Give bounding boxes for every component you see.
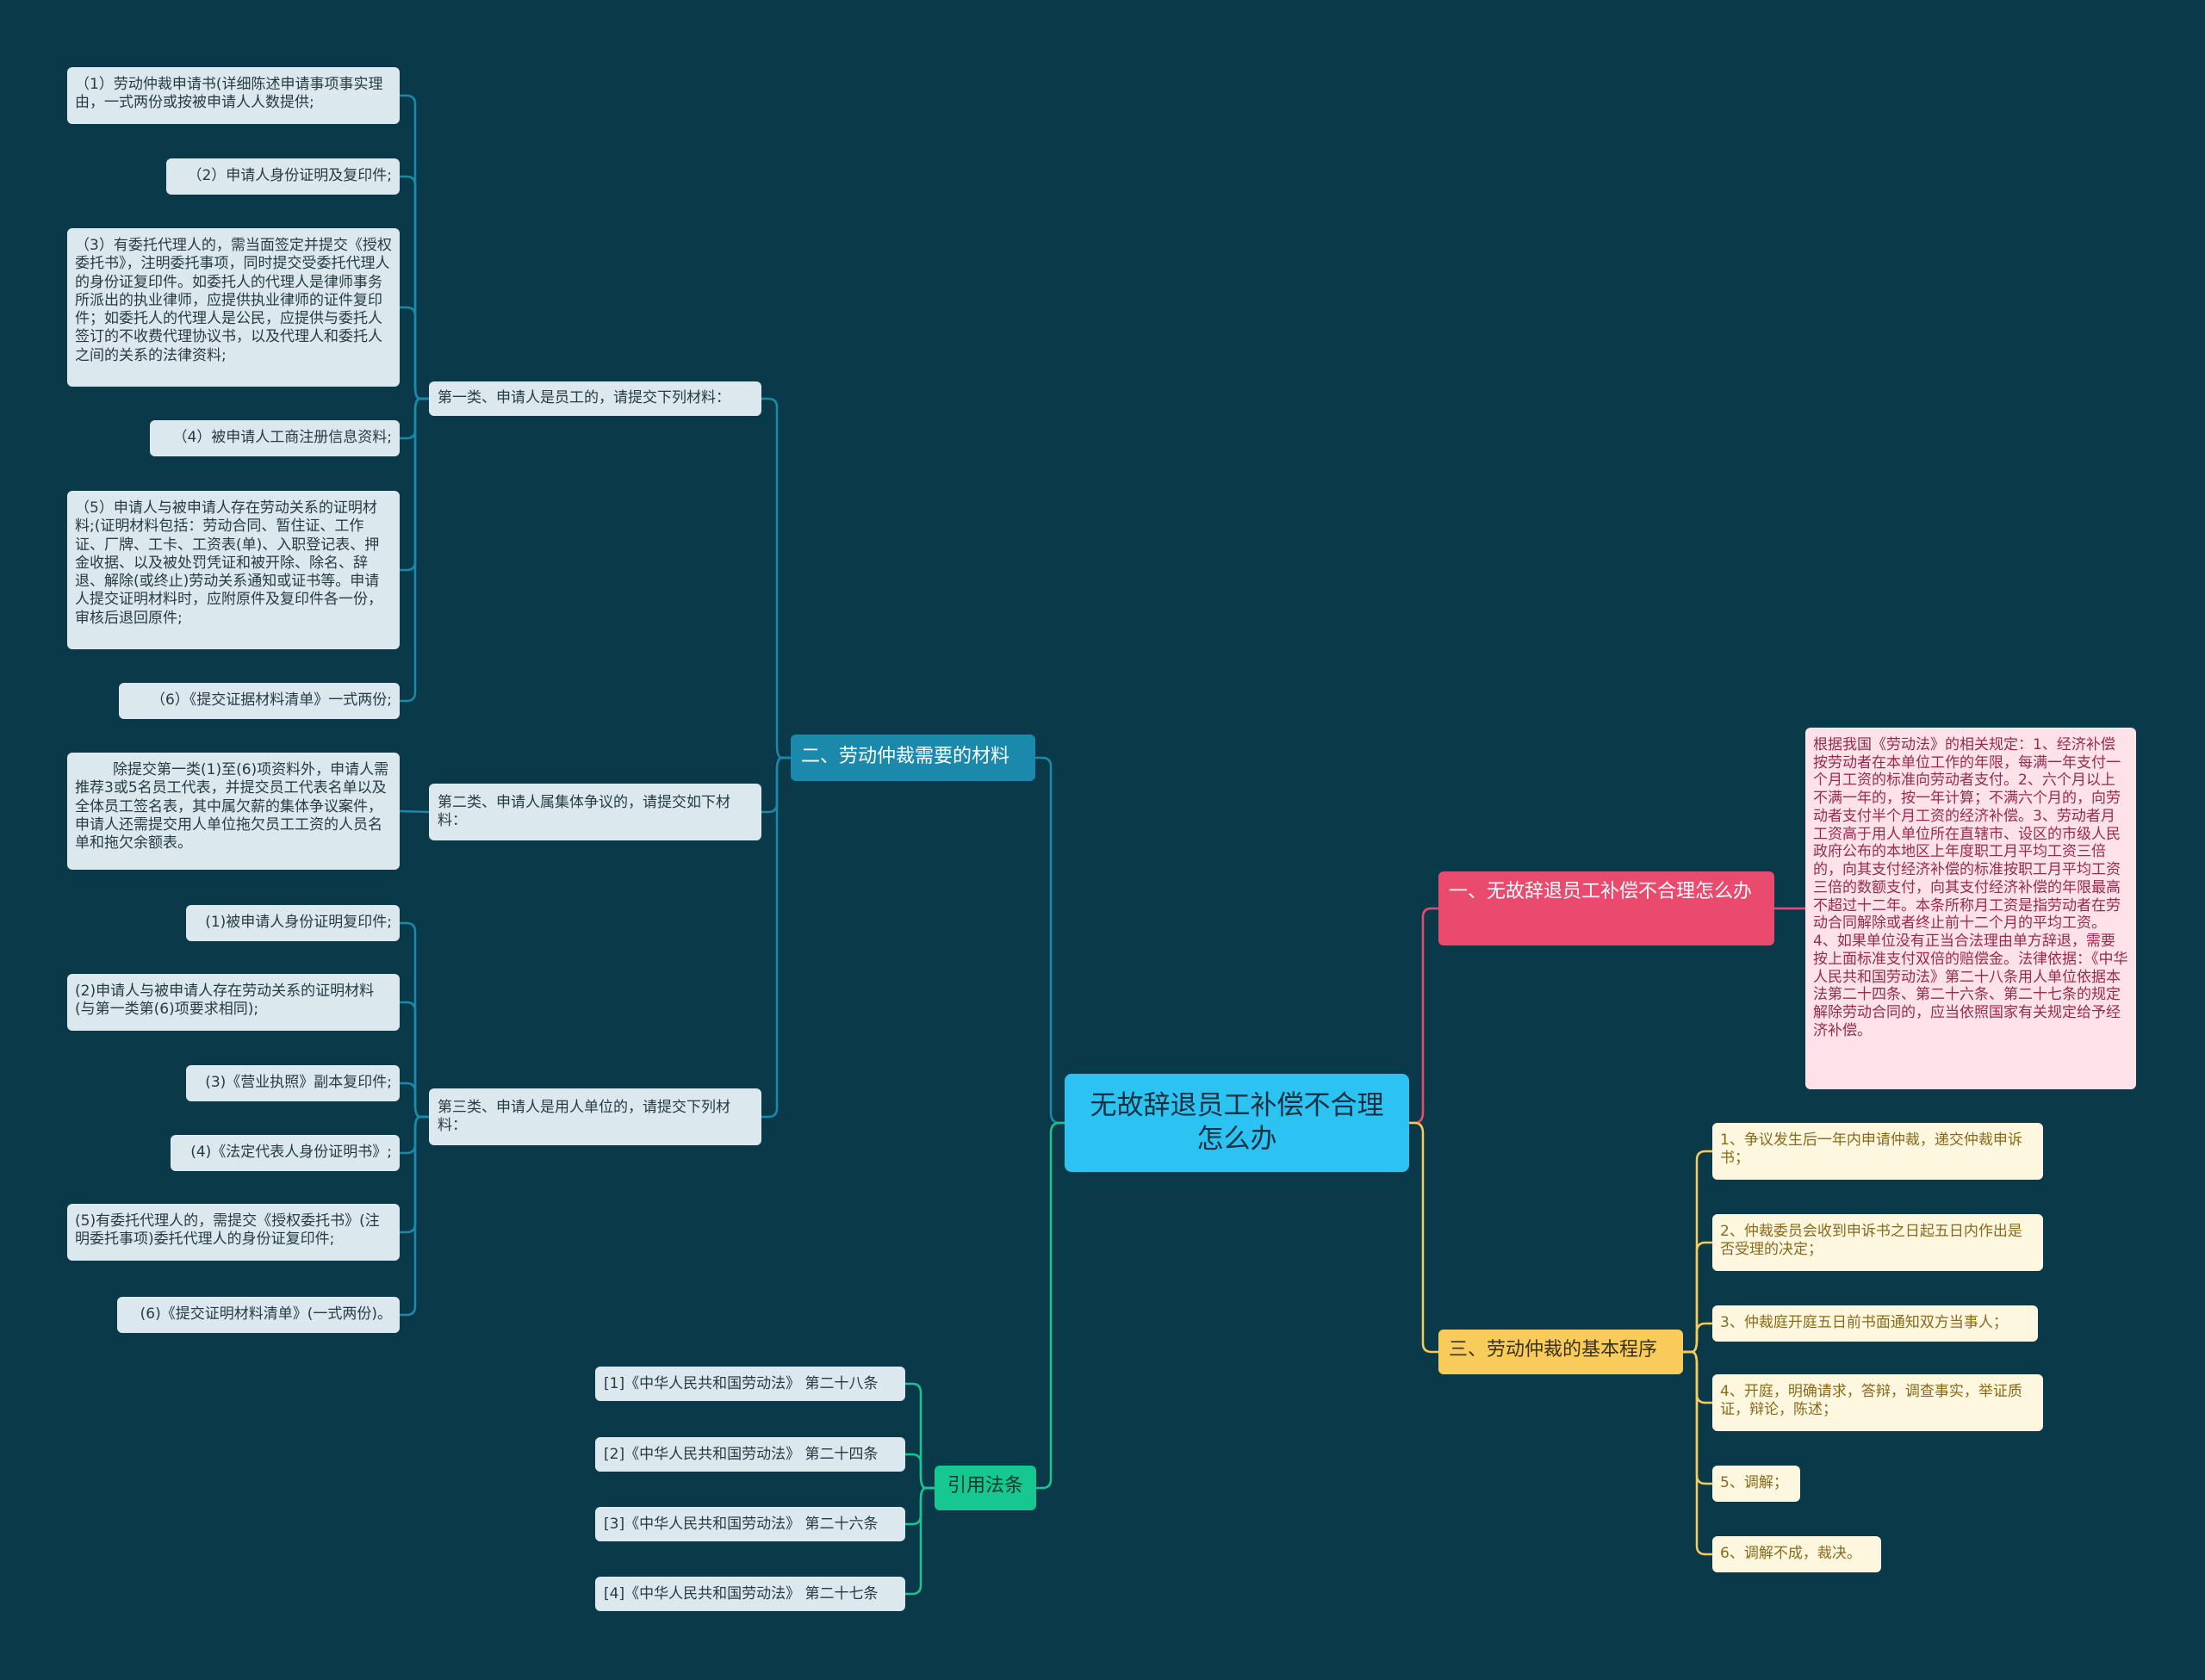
material-item[interactable]: (3)《营业执照》副本复印件; — [186, 1065, 400, 1101]
branch-citations[interactable]: 引用法条 — [935, 1466, 1036, 1510]
material-item[interactable]: (1)被申请人身份证明复印件; — [186, 905, 400, 941]
procedure-step[interactable]: 4、开庭，明确请求，答辩，调查事实，举证质证，辩论，陈述； — [1712, 1374, 2043, 1431]
material-item[interactable]: （1）劳动仲裁申请书(详细陈述申请事项事实理由，一式两份或按被申请人人数提供; — [67, 67, 400, 124]
citation-item[interactable]: [2]《中华人民共和国劳动法》 第二十四条 — [595, 1437, 905, 1472]
material-item[interactable]: (6)《提交证明材料清单》(一式两份)。 — [117, 1297, 400, 1333]
citation-item[interactable]: [3]《中华人民共和国劳动法》 第二十六条 — [595, 1507, 905, 1541]
material-item[interactable]: 除提交第一类(1)至(6)项资料外，申请人需推荐3或5名员工代表，并提交员工代表… — [67, 753, 400, 870]
procedure-step[interactable]: 5、调解； — [1712, 1466, 1800, 1502]
branch-compensation[interactable]: 一、无故辞退员工补偿不合理怎么办 — [1438, 871, 1774, 945]
material-item[interactable]: （5）申请人与被申请人存在劳动关系的证明材料;(证明材料包括：劳动合同、暂住证、… — [67, 491, 400, 649]
connector — [400, 1115, 429, 1317]
category-employer[interactable]: 第三类、申请人是用人单位的，请提交下列材料： — [429, 1088, 761, 1145]
connector — [1036, 1121, 1065, 1490]
citation-item[interactable]: [4]《中华人民共和国劳动法》 第二十七条 — [595, 1577, 905, 1611]
connector — [905, 1453, 935, 1490]
connector — [1035, 756, 1065, 1125]
branch-materials[interactable]: 二、劳动仲裁需要的材料 — [791, 735, 1035, 781]
connector — [400, 397, 429, 703]
connector — [905, 1486, 935, 1596]
material-item[interactable]: （6）《提交证据材料清单》一式两份; — [119, 683, 400, 719]
connector — [1409, 1121, 1438, 1354]
material-item[interactable]: （3）有委托代理人的，需当面签定并提交《授权委托书》，注明委托事项，同时提交受委… — [67, 228, 400, 387]
connector — [761, 397, 791, 759]
material-item[interactable]: （4）被申请人工商注册信息资料; — [150, 420, 400, 456]
procedure-step[interactable]: 2、仲裁委员会收到申诉书之日起五日内作出是否受理的决定； — [1712, 1214, 2043, 1271]
category-employee[interactable]: 第一类、申请人是员工的，请提交下列材料： — [429, 381, 761, 416]
compensation-detail[interactable]: 根据我国《劳动法》的相关规定：1、经济补偿按劳动者在本单位工作的年限，每满一年支… — [1805, 728, 2136, 1089]
connector — [1683, 1322, 1712, 1354]
connector — [761, 756, 791, 1119]
connector — [400, 306, 429, 400]
material-item[interactable]: (4)《法定代表人身份证明书》; — [171, 1135, 400, 1171]
connector — [400, 1082, 429, 1119]
connector — [1683, 1350, 1712, 1556]
connector — [1409, 907, 1438, 1125]
category-collective[interactable]: 第二类、申请人属集体争议的，请提交如下材料： — [429, 784, 761, 840]
procedure-step[interactable]: 3、仲裁庭开庭五日前书面通知双方当事人； — [1712, 1305, 2038, 1342]
material-item[interactable]: (2)申请人与被申请人存在劳动关系的证明材料(与第一类第(6)项要求相同); — [67, 974, 400, 1031]
material-item[interactable]: (5)有委托代理人的，需提交《授权委托书》(注明委托事项)委托代理人的身份证复印… — [67, 1204, 400, 1261]
procedure-step[interactable]: 6、调解不成，裁决。 — [1712, 1536, 1881, 1572]
root-topic[interactable]: 无故辞退员工补偿不合理怎么办 — [1065, 1074, 1409, 1172]
material-item[interactable]: （2）申请人身份证明及复印件; — [166, 158, 400, 195]
connector — [399, 809, 430, 814]
branch-procedure[interactable]: 三、劳动仲裁的基本程序 — [1438, 1330, 1683, 1374]
citation-item[interactable]: [1]《中华人民共和国劳动法》 第二十八条 — [595, 1367, 905, 1401]
procedure-step[interactable]: 1、争议发生后一年内申请仲裁，递交仲裁申诉书； — [1712, 1123, 2043, 1180]
